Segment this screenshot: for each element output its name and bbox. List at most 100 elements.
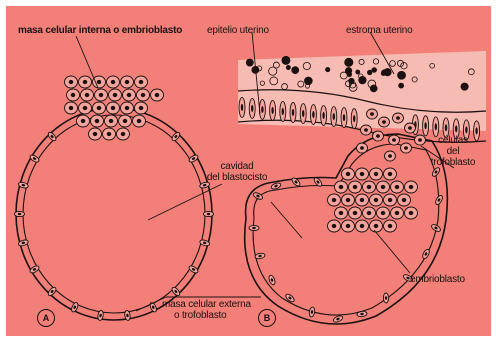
trophoblast-cell — [332, 315, 343, 324]
stroma-cell — [349, 78, 354, 83]
stroma-cell — [286, 65, 290, 69]
embryoblast-cell — [79, 76, 92, 88]
embryoblast-mass — [328, 168, 418, 232]
embryoblast-cell — [405, 207, 418, 219]
embryoblast-cell — [391, 181, 404, 193]
embryoblast-cell — [123, 89, 136, 101]
invading-cell — [393, 113, 404, 123]
epithelial-cell — [259, 99, 265, 119]
invading-cell — [379, 117, 390, 127]
trophoblast-cell — [70, 302, 79, 313]
embryoblast-cell — [109, 89, 122, 101]
embryoblast-cell — [356, 168, 369, 180]
embryoblast-cell — [370, 220, 383, 232]
trophoblast-cell — [431, 166, 441, 177]
embryoblast-cell — [95, 89, 108, 101]
trophoblast-cell — [171, 131, 181, 142]
label-uterine-stroma: estroma uterino — [346, 25, 412, 36]
embryoblast-cell — [121, 76, 134, 88]
embryoblast-cell — [342, 168, 355, 180]
trophoblast-cell — [434, 194, 444, 205]
embryoblast-cell — [328, 194, 341, 206]
invading-cell — [389, 135, 400, 145]
label-trophoblast-line3: trofoblasto — [424, 157, 482, 168]
label-inner-cell-mass: masa celular interna o embrioblasto — [18, 25, 182, 36]
embryoblast-cell — [121, 102, 134, 114]
epithelial-cell — [331, 107, 337, 127]
embryoblast-cell — [117, 128, 130, 140]
embryoblast-cell — [91, 115, 104, 127]
stroma-cell — [372, 68, 377, 73]
stroma-cell — [345, 58, 353, 66]
stroma-cell — [461, 83, 468, 90]
stroma-cell — [304, 77, 312, 85]
embryoblast-cell — [398, 194, 411, 206]
label-embryoblast: embrioblasto — [410, 274, 465, 285]
embryoblast-cell — [370, 194, 383, 206]
embryoblast-cell — [107, 102, 120, 114]
epithelial-cell — [433, 117, 439, 137]
stroma-cell — [370, 85, 377, 92]
trophoblast-cell — [29, 265, 40, 275]
embryoblast-cell — [335, 207, 348, 219]
trophoblast-cell — [309, 307, 316, 318]
panel-tag-b: B — [258, 309, 276, 327]
trophoblast-cell — [188, 265, 199, 275]
embryoblast-cell — [349, 207, 362, 219]
embryoblast-cell — [363, 207, 376, 219]
embryoblast-cell — [328, 220, 341, 232]
label-trophoblast-cells: células del trofoblasto — [424, 135, 482, 168]
embryoblast-cell — [77, 115, 90, 127]
epithelial-cell — [423, 116, 429, 136]
label-cavity-line2: del blastocisto — [206, 172, 268, 183]
invading-cell — [401, 143, 412, 153]
label-blastocyst-cavity: cavidad del blastocisto — [206, 161, 268, 183]
embryoblast-cell — [377, 207, 390, 219]
trophoblast-cells-a — [15, 131, 214, 321]
embryoblast-cell — [342, 220, 355, 232]
epithelial-cell — [300, 104, 306, 124]
epithelial-cell — [351, 109, 357, 129]
embryoblast-cell — [135, 76, 148, 88]
trophoblast-cell — [249, 225, 259, 230]
inner-cell-mass — [65, 76, 164, 140]
embryoblast-cell — [384, 194, 397, 206]
embryoblast-cell — [79, 102, 92, 114]
panel-tag-a: A — [37, 309, 55, 327]
trophoblast-cell — [421, 248, 430, 259]
trophoblast-cell — [29, 154, 40, 164]
stroma-cell — [345, 68, 351, 74]
embryoblast-cell — [335, 181, 348, 193]
blastocyst-wall-inner — [23, 115, 205, 313]
trophoblast-cell — [188, 154, 199, 164]
trophoblast-cell — [284, 293, 295, 303]
embryoblast-cell — [377, 181, 390, 193]
embryoblast-cell — [370, 168, 383, 180]
trophoblast-cell — [204, 211, 214, 216]
embryoblast-cell — [135, 102, 148, 114]
label-outer-cell-mass: masa celular externa o trofoblasto — [162, 299, 251, 321]
trophoblast-cell — [47, 131, 57, 142]
embryoblast-cell — [356, 194, 369, 206]
invading-cell — [367, 109, 378, 119]
embryoblast-cell — [363, 181, 376, 193]
embryoblast-cell — [349, 181, 362, 193]
trophoblast-cell — [252, 191, 263, 200]
trophoblast-cell — [268, 274, 276, 285]
stroma-cell — [381, 71, 385, 75]
label-trophoblast-line2: del — [424, 146, 482, 157]
embryoblast-cell — [93, 76, 106, 88]
epithelial-cell — [239, 97, 245, 117]
epithelial-cell — [249, 98, 255, 118]
embryoblast-cell — [65, 76, 78, 88]
embryoblast-cell — [67, 89, 80, 101]
stroma-cell — [399, 83, 404, 88]
embryoblast-cell — [81, 89, 94, 101]
embryoblast-cell — [384, 168, 397, 180]
blastocyst-wall-outer — [16, 108, 212, 320]
trophoblast-cell — [47, 286, 57, 297]
epithelial-cell — [310, 105, 316, 125]
embryoblast-cell — [405, 181, 418, 193]
embryoblast-cell — [89, 128, 102, 140]
epithelial-cell — [270, 100, 276, 120]
